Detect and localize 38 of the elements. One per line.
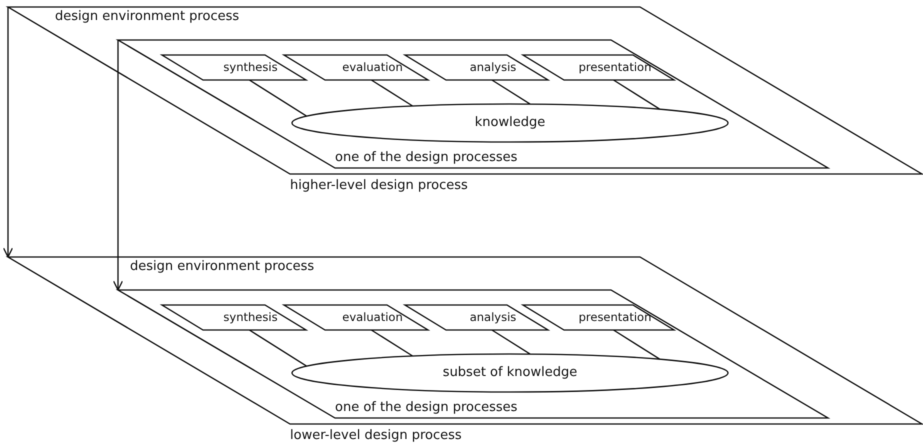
process-label: design environment process [55, 9, 240, 25]
connector-line [249, 79, 308, 117]
activity-box [284, 55, 428, 80]
connector-line [371, 329, 413, 357]
connector-line [492, 79, 530, 105]
process-label: one of the design processes [335, 400, 518, 416]
knowledge-ellipse [292, 354, 728, 392]
activity-label: synthesis [222, 310, 279, 324]
knowledge-label: knowledge [474, 115, 546, 131]
activity-box [523, 305, 674, 330]
knowledge-label: subset of knowledge [442, 365, 578, 381]
activity-box [162, 55, 306, 80]
arrow [2, 7, 14, 258]
connector-line [613, 329, 660, 360]
activity-label: analysis [468, 60, 518, 74]
activity-box [284, 305, 428, 330]
activity-label: analysis [468, 310, 518, 324]
activity-box [405, 305, 548, 330]
activity-label: evaluation [341, 310, 404, 324]
connector-line [249, 329, 308, 367]
arrow [112, 40, 124, 291]
activity-box [162, 305, 306, 330]
process-label: one of the design processes [335, 150, 518, 166]
activity-box [523, 55, 674, 80]
connector-line [371, 79, 413, 107]
level-caption: higher-level design process [290, 178, 468, 194]
process-label: design environment process [130, 259, 314, 275]
activity-box [405, 55, 548, 80]
activity-label: presentation [578, 60, 652, 74]
connector-line [613, 79, 660, 110]
process-panel [118, 290, 828, 418]
knowledge-ellipse [292, 104, 728, 142]
process-panel [118, 40, 828, 168]
activity-label: synthesis [222, 60, 279, 74]
activity-label: presentation [578, 310, 652, 324]
connector-line [492, 329, 530, 355]
activity-label: evaluation [341, 60, 404, 74]
level-caption: lower-level design process [290, 428, 462, 444]
